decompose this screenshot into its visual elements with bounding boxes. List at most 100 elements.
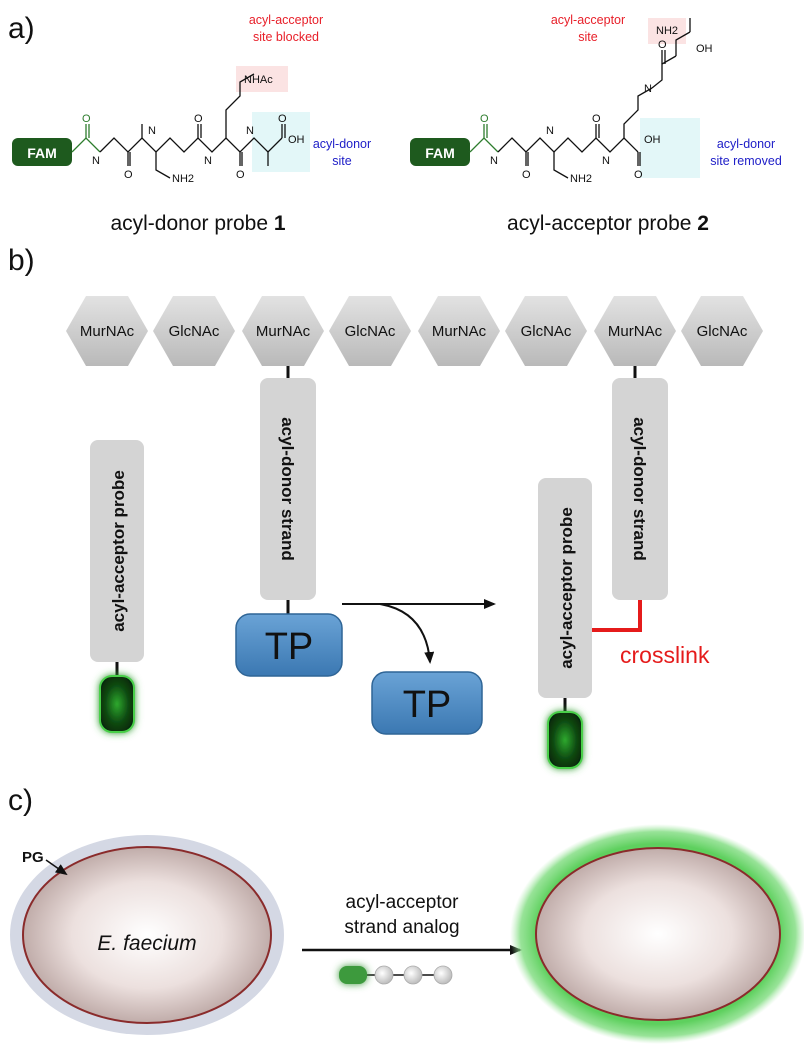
- probe2-acceptor-highlight: [648, 18, 686, 44]
- release-arrow: [379, 603, 435, 664]
- pg-pointer-arrow: [45, 859, 68, 876]
- fam-box-2: [410, 138, 470, 166]
- glycan-chain: MurNAc GlcNAc MurNAc GlcNAc MurNAc GlcNA…: [66, 296, 763, 366]
- tp-label-released: TP: [403, 684, 452, 726]
- hexagon-label: MurNAc: [432, 323, 487, 340]
- probe1-donor-anno-line2: site: [332, 154, 352, 168]
- nh2-top-label: NH2: [656, 25, 678, 37]
- unlabeled-cell: E. faecium: [10, 835, 284, 1035]
- hexagon-glcnac-1: GlcNAc: [153, 296, 235, 366]
- hexagon-label: GlcNAc: [697, 323, 748, 340]
- atom-p2-n1: N: [490, 155, 498, 167]
- fam-label-2: FAM: [425, 145, 455, 161]
- fluorophore-icon-right: [547, 711, 583, 769]
- probe1-acceptor-anno-line2: site blocked: [253, 30, 319, 44]
- carbonyl-o-green-2: O: [480, 113, 489, 125]
- probe2-donor-anno-line2: site removed: [710, 154, 782, 168]
- hexagon-glcnac-3: GlcNAc: [505, 296, 587, 366]
- hexagon-glcnac-2: GlcNAc: [329, 296, 411, 366]
- atom-p2-n2: N: [546, 125, 554, 137]
- hexagon-glcnac-4: GlcNAc: [681, 296, 763, 366]
- carbonyl-o-green: O: [82, 113, 91, 125]
- atom-n3: N: [204, 155, 212, 167]
- acceptor-probe-label: acyl-acceptor probe: [109, 470, 128, 632]
- hexagon-label: GlcNAc: [345, 323, 396, 340]
- hexagon-label: GlcNAc: [169, 323, 220, 340]
- oh-label-2: OH: [644, 134, 661, 146]
- panel-a-label: a): [8, 12, 35, 45]
- acceptor-probe-label-right: acyl-acceptor probe: [557, 507, 576, 669]
- acceptor-probe-bar-right: [538, 478, 592, 698]
- probe2-caption-num: 2: [697, 212, 709, 235]
- labeling-arrow: acyl-acceptor strand analog: [302, 892, 522, 955]
- hexagon-murnac-4: MurNAc: [594, 296, 676, 366]
- probe1-caption: acyl-donor probe 1: [110, 212, 285, 235]
- pg-label: PG: [22, 849, 44, 866]
- probe1-caption-num: 1: [274, 212, 286, 235]
- cell-body: [22, 846, 272, 1024]
- reaction-arrows: [342, 599, 496, 664]
- crosslink-bond: [592, 600, 642, 632]
- atom-p2-o4: O: [658, 39, 667, 51]
- hexagon-label: MurNAc: [608, 323, 663, 340]
- analog-bead: [433, 965, 453, 985]
- fluorophore-icon: [99, 675, 135, 733]
- labeled-cell: [510, 824, 804, 1044]
- probe2-caption-text: acyl-acceptor probe: [507, 212, 697, 235]
- donor-strand-tp-complex: acyl-donor strand TP: [235, 366, 343, 677]
- probe1-donor-anno-line1: acyl-donor: [313, 137, 371, 151]
- donor-strand-label: acyl-donor strand: [278, 417, 297, 561]
- atom-p2-n3: N: [602, 155, 610, 167]
- strand-analog-icon: [339, 965, 453, 985]
- probe1-structure: FAM O N N N N O O O O NH2 OH NHAc: [12, 66, 310, 185]
- atom-p2-o3: O: [634, 169, 643, 181]
- fam-box: [12, 138, 72, 166]
- crosslink-label: crosslink: [620, 642, 710, 668]
- nh2-label-1: NH2: [172, 173, 194, 185]
- donor-strand-bar-right: [612, 378, 668, 600]
- organism-label: E. faecium: [97, 932, 196, 955]
- analog-bead: [403, 965, 423, 985]
- probe2-structure: FAM O N N N N O O O O NH2 OH NH2 OH: [410, 18, 713, 185]
- donor-site-highlight: [252, 112, 310, 172]
- atom-o2: O: [194, 113, 203, 125]
- crosslinked-product: acyl-donor strand acyl-acceptor probe cr…: [538, 366, 710, 769]
- atom-n1: N: [92, 155, 100, 167]
- probe2-caption: acyl-acceptor probe 2: [507, 212, 709, 235]
- labeled-cell-body: [535, 847, 781, 1021]
- hexagon-label: MurNAc: [80, 323, 135, 340]
- atom-p2-o1: O: [522, 169, 531, 181]
- hexagon-label: GlcNAc: [521, 323, 572, 340]
- probe2-acceptor-anno-line2: site: [578, 30, 598, 44]
- probe1-acceptor-anno-line1: acyl-acceptor: [249, 13, 323, 27]
- nh2-label-2: NH2: [570, 173, 592, 185]
- atom-o1: O: [124, 169, 133, 181]
- hexagon-murnac-1: MurNAc: [66, 296, 148, 366]
- atom-n4: N: [246, 125, 254, 137]
- probe2-acceptor-anno-line1: acyl-acceptor: [551, 13, 625, 27]
- hexagon-label: MurNAc: [256, 323, 311, 340]
- hexagon-murnac-2: MurNAc: [242, 296, 324, 366]
- tp-enzyme-released: TP: [371, 671, 483, 735]
- atom-o3: O: [236, 169, 245, 181]
- free-acceptor-probe: acyl-acceptor probe: [90, 440, 144, 733]
- hexagon-murnac-3: MurNAc: [418, 296, 500, 366]
- tp-label-bound: TP: [265, 626, 314, 668]
- panel-b-label: b): [8, 244, 35, 277]
- tp-enzyme-bound: [235, 613, 343, 677]
- atom-p2-n4: N: [644, 83, 652, 95]
- oh-top-label: OH: [696, 43, 713, 55]
- atom-n2: N: [148, 125, 156, 137]
- nhac-label: NHAc: [244, 74, 273, 86]
- analog-fluorophore: [339, 966, 367, 984]
- probe2-donor-anno-line1: acyl-donor: [717, 137, 775, 151]
- fam-label: FAM: [27, 145, 57, 161]
- atom-o4: O: [278, 113, 287, 125]
- arrow-label-line1: acyl-acceptor: [346, 892, 460, 913]
- probe2-donor-highlight: [640, 118, 700, 178]
- arrow-label-line2: strand analog: [344, 917, 459, 938]
- panel-c-label: c): [8, 784, 33, 817]
- oh-label-1: OH: [288, 134, 305, 146]
- analog-bead: [374, 965, 394, 985]
